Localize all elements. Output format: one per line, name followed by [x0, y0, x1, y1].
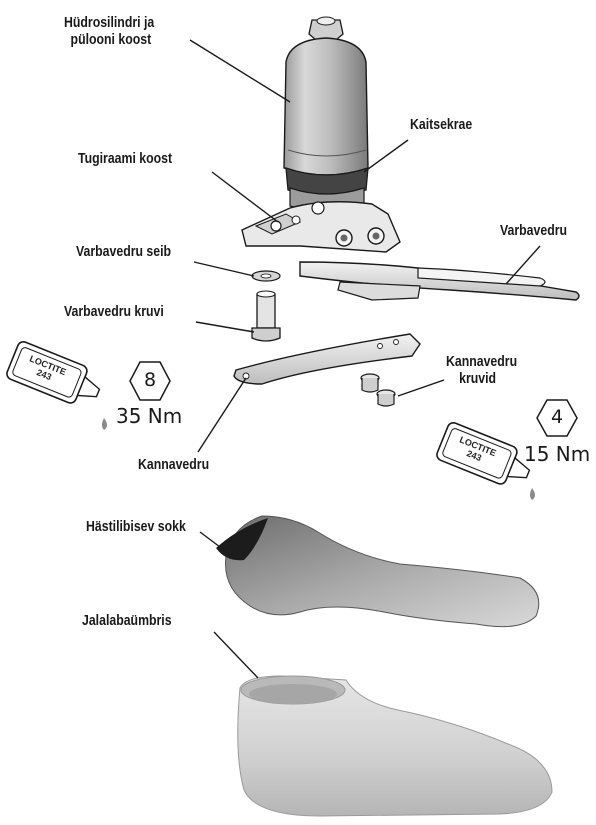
- label-heel-screws-line2: kruvid: [459, 370, 517, 387]
- leader-frame: [212, 172, 278, 222]
- heel-screw-torque: 15 Nm: [524, 442, 590, 466]
- leader-toe-screw: [196, 322, 254, 332]
- leader-heel-screws: [398, 380, 444, 396]
- label-cylinder-line1: Hüdrosilindri ja: [64, 14, 154, 31]
- label-heel-screws: Kannavedru kruvid: [446, 353, 517, 387]
- hydraulic-cylinder: [284, 17, 368, 175]
- label-toe-washer: Varbavedru seib: [76, 243, 171, 260]
- label-frame: Tugiraami koost: [78, 150, 172, 167]
- label-foot-shell: Jalalabaümbris: [82, 612, 172, 629]
- label-shield: Kaitsekrae: [410, 116, 472, 133]
- toe-screw-torque: 35 Nm: [116, 404, 182, 428]
- toe-spring-screw: [252, 291, 280, 341]
- leader-cylinder: [190, 40, 290, 102]
- toe-screw-hex-size: 8: [130, 369, 170, 391]
- toe-spring: [300, 262, 579, 300]
- label-heel-screws-line1: Kannavedru: [446, 353, 517, 370]
- heel-spring-screws: [361, 374, 395, 406]
- leader-shell: [214, 632, 258, 678]
- leader-shield: [364, 140, 408, 172]
- smooth-sock: [216, 516, 539, 627]
- label-cylinder-line2: pülooni koost: [71, 31, 155, 48]
- foot-shell: [238, 676, 552, 816]
- support-frame: [242, 202, 400, 252]
- heel-spring: [234, 334, 420, 384]
- label-cylinder: Hüdrosilindri ja pülooni koost: [64, 14, 154, 48]
- toe-spring-washer: [252, 271, 280, 281]
- label-sock: Hästilibisev sokk: [86, 518, 186, 535]
- label-heel-spring: Kannavedru: [138, 456, 209, 473]
- label-toe-screw: Varbavedru kruvi: [64, 303, 164, 320]
- leader-heel-spring: [198, 378, 246, 452]
- leader-toe-washer: [194, 262, 254, 276]
- label-toe-spring: Varbavedru: [500, 222, 567, 239]
- heel-screw-hex-size: 4: [537, 406, 577, 428]
